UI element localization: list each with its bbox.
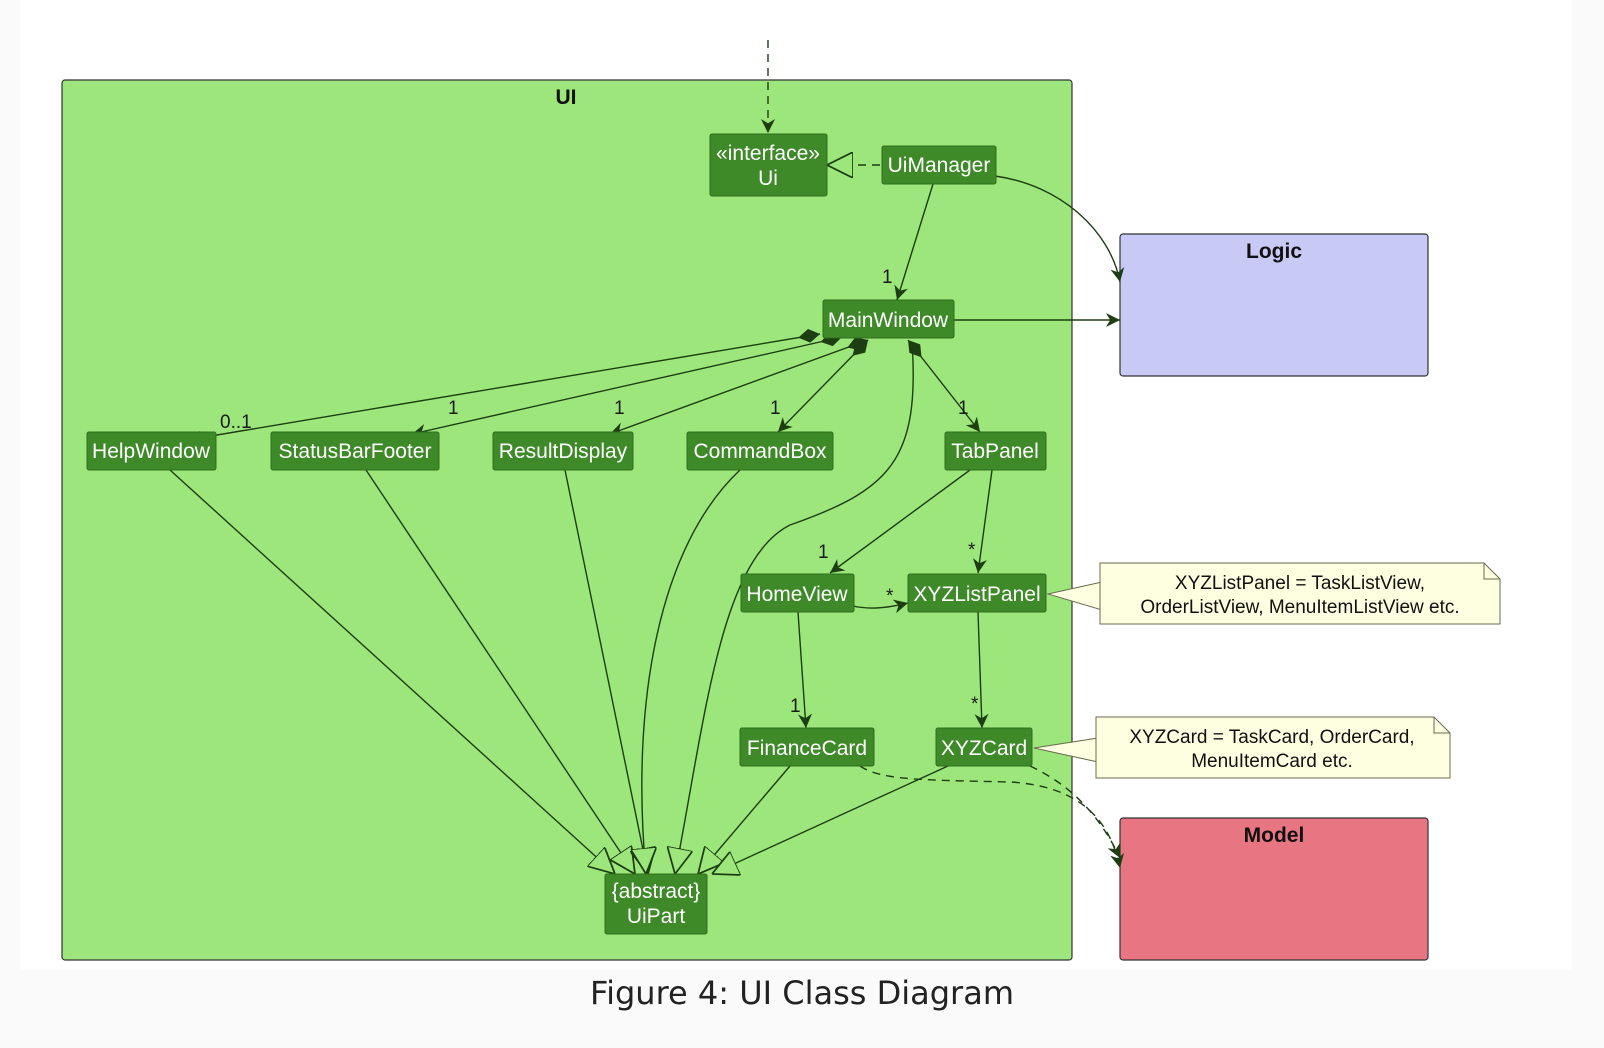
- uipart-stereotype: {abstract}: [612, 880, 701, 903]
- mainwindow-commandbox-edge: [777, 339, 869, 433]
- mainwindow-box: [822, 299, 955, 339]
- logic-package: [1119, 233, 1429, 377]
- mainwindow-tabpanel-edge: [907, 339, 981, 433]
- xyzlistpanel-box: [907, 573, 1047, 613]
- commandbox-box: [686, 431, 834, 471]
- helpwindow-box: [86, 431, 217, 471]
- xyzlistpanel-label: XYZListPanel: [913, 583, 1040, 606]
- uipart-label: UiPart: [627, 905, 686, 928]
- ui-interface-label: Ui: [758, 167, 778, 190]
- financecard-box: [739, 727, 875, 767]
- ui-class-diagram: UI Logic Model XYZListPanel = TaskListVi…: [61, 40, 1501, 961]
- homeview-financecard-edge: [797, 611, 813, 729]
- uimanager-box: [881, 145, 997, 185]
- ui-interface-box: [709, 133, 828, 197]
- helpwindow-uipart-edge: [169, 469, 615, 874]
- tabpanel-xyzlistpanel-edge: [972, 469, 993, 574]
- financecard-label: FinanceCard: [747, 737, 867, 760]
- mainwindow-uipart-edge: [675, 341, 914, 874]
- mult-mainwindow-commandbox: 1: [770, 398, 781, 419]
- mult-mainwindow-helpwindow: 0..1: [220, 412, 252, 433]
- mult-homeview-xyzlistpanel: *: [886, 586, 894, 607]
- ui-package-title: UI: [556, 86, 577, 109]
- uimanager-logic-edge: [994, 175, 1125, 283]
- resultdisplay-box: [492, 431, 634, 471]
- model-package-title: Model: [1244, 824, 1305, 847]
- card-note: [1095, 716, 1451, 779]
- mult-tabpanel-homeview: 1: [818, 542, 829, 563]
- helpwindow-label: HelpWindow: [92, 440, 211, 463]
- mult-mainwindow-tabpanel: 1: [958, 398, 969, 419]
- mult-xyzlistpanel-xyzcard: *: [971, 694, 979, 715]
- model-package: [1119, 817, 1429, 961]
- list-panel-note-line1: XYZListPanel = TaskListView,: [1175, 573, 1425, 594]
- resultdisplay-uipart-edge: [564, 469, 648, 874]
- uimanager-mainwindow-edge: [894, 183, 934, 301]
- logic-package-title: Logic: [1246, 240, 1302, 263]
- mainwindow-label: MainWindow: [828, 309, 949, 332]
- tabpanel-label: TabPanel: [951, 440, 1039, 463]
- ui-interface-stereotype: «interface»: [716, 142, 820, 165]
- diagram-sheet: UI Logic Model XYZListPanel = TaskListVi…: [20, 0, 1572, 970]
- homeview-label: HomeView: [746, 583, 848, 606]
- mult-tabpanel-xyzlistpanel: *: [968, 540, 976, 561]
- card-note-line1: XYZCard = TaskCard, OrderCard,: [1129, 727, 1414, 748]
- uipart-box: [604, 873, 708, 935]
- commandbox-label: CommandBox: [693, 440, 827, 463]
- statusbarfooter-box: [270, 431, 440, 471]
- xyzcard-box: [935, 727, 1033, 767]
- card-note-line2: MenuItemCard etc.: [1191, 751, 1353, 772]
- list-panel-note: [1099, 562, 1501, 625]
- uimanager-label: UiManager: [888, 154, 991, 177]
- mult-homeview-financecard: 1: [790, 696, 801, 717]
- mult-mainwindow-statusbar: 1: [448, 398, 459, 419]
- xyzlistpanel-xyzcard-edge: [974, 611, 989, 729]
- statusbarfooter-label: StatusBarFooter: [279, 440, 432, 463]
- commandbox-uipart-edge: [642, 469, 741, 874]
- xyzcard-label: XYZCard: [941, 737, 1027, 760]
- tabpanel-box: [944, 431, 1047, 471]
- homeview-xyzlistpanel-edge: [852, 599, 909, 614]
- mult-mainwindow-resultdisplay: 1: [614, 398, 625, 419]
- statusbar-uipart-edge: [365, 469, 635, 874]
- xyzcard-uipart-edge: [712, 765, 949, 874]
- tabpanel-homeview-edge: [829, 469, 971, 574]
- homeview-box: [740, 573, 855, 613]
- mult-uimanager-mainwindow: 1: [882, 267, 893, 288]
- figure-caption: Figure 4: UI Class Diagram: [590, 974, 1014, 1012]
- ui-package: [61, 79, 1073, 961]
- list-panel-note-line2: OrderListView, MenuItemListView etc.: [1140, 597, 1459, 618]
- xyzcard-model-edge: [1029, 765, 1121, 859]
- resultdisplay-label: ResultDisplay: [499, 440, 628, 463]
